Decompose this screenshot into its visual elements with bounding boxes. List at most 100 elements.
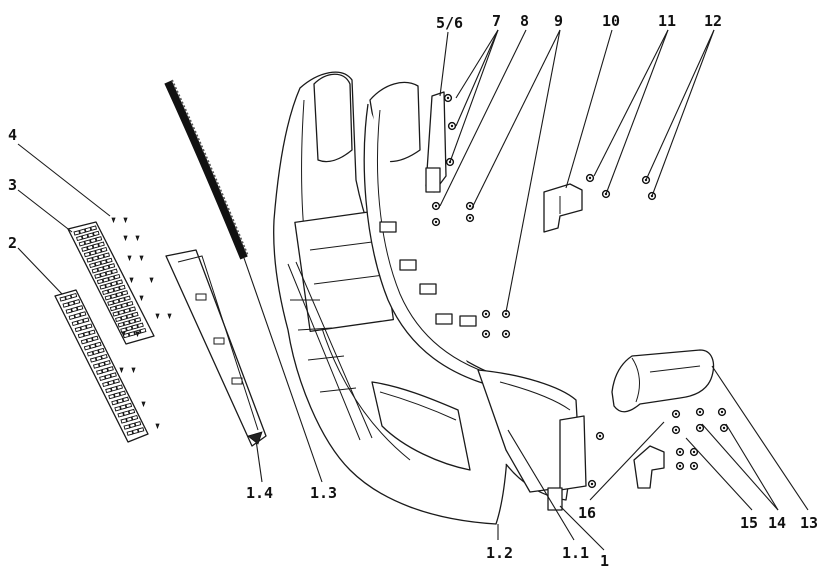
grille-hole — [108, 393, 116, 400]
clip-icon — [127, 255, 132, 262]
grille-hole — [105, 270, 113, 276]
grille-hole — [117, 412, 125, 418]
grille-hole — [115, 291, 123, 298]
grille-hole — [112, 298, 120, 305]
grille-hole — [105, 387, 112, 394]
grille-hole — [85, 323, 93, 329]
grille-hole — [77, 318, 84, 325]
grille-hole — [110, 386, 118, 392]
grille-hole — [108, 263, 116, 269]
grille-hole — [94, 341, 102, 348]
grille-hole — [76, 235, 83, 242]
grille-hole — [123, 307, 131, 314]
callout-5-6: 5/6 — [436, 14, 463, 32]
bolt-center — [504, 312, 508, 316]
grille-hole — [80, 338, 88, 345]
part-5-6-bracket — [425, 91, 447, 193]
grille-hole — [123, 424, 131, 430]
grille-hole — [105, 282, 112, 289]
grille-hole — [115, 304, 123, 310]
grille-hole — [87, 232, 95, 238]
clip-icon — [167, 313, 172, 320]
callout-1-2: 1.2 — [486, 544, 513, 562]
clip-icon — [155, 423, 160, 430]
grille-hole — [104, 373, 112, 380]
grille-hole — [121, 302, 128, 309]
grille-hole — [124, 295, 131, 302]
grille-hole — [96, 369, 103, 375]
bolt-center — [588, 176, 592, 180]
clip-icon — [121, 331, 126, 338]
bolt-center — [720, 410, 724, 414]
grille-hole — [97, 253, 105, 260]
callout-1-4: 1.4 — [246, 484, 273, 502]
callout-8: 8 — [520, 12, 529, 30]
grille-hole — [74, 326, 82, 333]
grille-hole — [100, 259, 108, 265]
grille-hole — [132, 428, 139, 435]
grille-hole — [139, 327, 147, 334]
grille-hole — [86, 337, 94, 343]
grille-hole — [107, 300, 115, 306]
grille-hole — [103, 252, 111, 258]
clip-icon — [149, 277, 154, 284]
bolt-center — [598, 434, 602, 438]
bolt-center — [698, 410, 702, 414]
grille-hole — [112, 311, 120, 317]
grille-hole — [81, 233, 89, 240]
bolt-center — [678, 464, 682, 468]
grille-hole — [83, 251, 91, 258]
grille-hole — [83, 331, 91, 337]
grille-hole — [89, 357, 97, 363]
grille-hole — [62, 302, 70, 308]
grille-hole — [86, 351, 94, 357]
callout-11: 11 — [658, 12, 676, 30]
grille-hole — [107, 379, 115, 386]
grille-hole — [107, 287, 115, 294]
grille-hole — [92, 255, 99, 262]
grille-hole — [102, 277, 110, 283]
clip-icon — [111, 217, 116, 224]
grille-hole — [84, 226, 92, 233]
mount-tab — [419, 283, 437, 295]
grille-hole — [111, 399, 119, 406]
grille-hole — [123, 320, 131, 326]
callout-10: 10 — [602, 12, 620, 30]
clip-icon — [139, 255, 144, 262]
grille-hole — [92, 349, 100, 355]
callout-13: 13 — [800, 514, 818, 532]
grille-hole — [137, 427, 145, 433]
grille-hole — [95, 355, 103, 362]
grille-hole — [129, 306, 137, 312]
bolt-center — [468, 204, 472, 208]
grille-hole — [118, 284, 126, 291]
grille-hole — [83, 344, 91, 351]
bolt-center — [674, 428, 678, 432]
grille-hole — [84, 239, 92, 245]
grille-hole — [104, 294, 112, 301]
grille-hole — [100, 246, 108, 253]
grille-hole — [96, 278, 104, 285]
clip-icon — [135, 331, 140, 338]
grille-hole — [65, 308, 73, 314]
clip-icon — [123, 235, 128, 242]
callout-14: 14 — [768, 514, 786, 532]
grille-hole — [79, 311, 87, 317]
grille-hole — [128, 331, 136, 337]
clip-icon — [155, 313, 160, 320]
grille-hole — [73, 299, 81, 305]
grille-hole — [89, 262, 96, 269]
grille-hole — [82, 317, 90, 323]
grille-hole — [108, 275, 115, 282]
bolt-center — [446, 96, 450, 100]
grille-hole — [103, 360, 111, 366]
grille-hole — [89, 343, 97, 349]
grille-hole — [74, 312, 81, 319]
grille-hole — [131, 311, 139, 318]
grille-hole — [137, 322, 144, 329]
bolt-center — [484, 312, 488, 316]
clip-icon — [129, 277, 134, 284]
grille-hole — [121, 290, 129, 296]
bolt-center — [504, 332, 508, 336]
